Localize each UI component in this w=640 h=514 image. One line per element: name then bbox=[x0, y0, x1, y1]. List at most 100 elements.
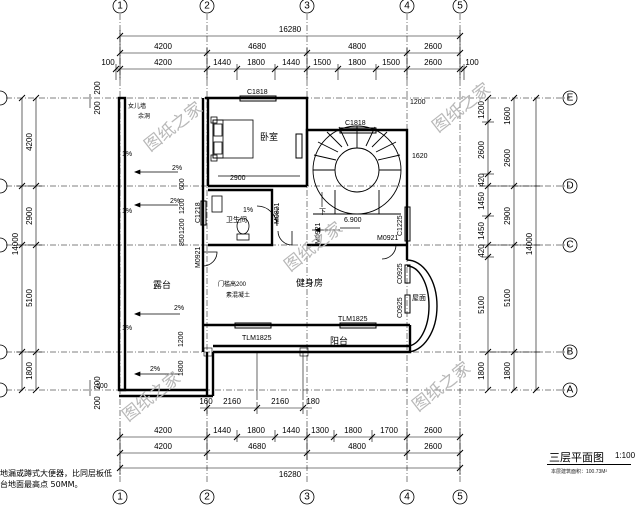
dim-right-c2-3: 2900 bbox=[503, 207, 512, 225]
drawing-title: 三层平面图 bbox=[549, 451, 604, 464]
bed bbox=[210, 116, 254, 162]
dim-top-1: 4200 bbox=[154, 42, 172, 51]
dim-left-edge-4: 200 bbox=[93, 396, 102, 410]
dim-left-1: 4200 bbox=[25, 133, 34, 151]
dim-right-total: 14000 bbox=[525, 232, 534, 255]
room-terrace: 露台 bbox=[153, 279, 171, 290]
dim-right-c1-4: 1450 bbox=[477, 192, 486, 210]
room-bathroom: 卫生间 bbox=[226, 215, 247, 224]
dim-top-r2-8: 2600 bbox=[424, 58, 442, 67]
dim-top-edge-right: 100 bbox=[465, 58, 479, 67]
label-m0921-b: M0921 bbox=[377, 235, 399, 242]
label-c0925-a: C0925 bbox=[397, 263, 404, 284]
dim-bottom-r1-3: 1800 bbox=[247, 426, 265, 435]
dim-bottom-r1-4: 1440 bbox=[282, 426, 300, 435]
floor-level: 6.900 bbox=[344, 217, 362, 224]
walls bbox=[117, 96, 412, 398]
drain-note-line-2: 台地面最高点 50MM。 bbox=[0, 480, 83, 489]
dim-1200-balcony: 1200 bbox=[178, 331, 185, 347]
dim-bottom-r2-1: 4200 bbox=[154, 442, 172, 451]
grid-label-5-bottom: 5 bbox=[457, 492, 463, 503]
dim-total-bottom: 16280 bbox=[279, 470, 302, 479]
stair-down: 下 bbox=[319, 208, 326, 216]
title-underline bbox=[547, 464, 631, 465]
grid-bubbles bbox=[0, 0, 578, 505]
dim-top-r2-6: 1800 bbox=[348, 58, 366, 67]
top-dimension-ticks bbox=[112, 32, 468, 73]
floor-area-note: 本层建筑面积：100.73M² bbox=[551, 469, 608, 475]
dim-left-total: 14000 bbox=[11, 232, 20, 255]
label-m0821: M0821 bbox=[274, 202, 281, 224]
grid-label-2-top: 2 bbox=[204, 1, 210, 12]
grid-label-4-top: 4 bbox=[404, 1, 410, 12]
dim-bottom-r1-8: 2600 bbox=[424, 426, 442, 435]
windows bbox=[200, 95, 411, 329]
slope-small-1: 1% bbox=[122, 151, 132, 158]
grid-label-a: A bbox=[567, 385, 574, 396]
terrace-rails bbox=[203, 347, 309, 400]
dim-1800-terrace: 1800 bbox=[178, 360, 185, 376]
drain-note-line-1: 地漏或蹲式大便器，比同层板低 bbox=[0, 469, 112, 478]
drawing-title-block: 三层平面图 1:100 本层建筑面积：100.73M² bbox=[539, 445, 640, 485]
grid-label-3-bottom: 3 bbox=[304, 492, 310, 503]
label-c1225: C1225 bbox=[397, 215, 404, 236]
slope-1: 2% bbox=[172, 165, 182, 172]
dim-left-2: 2900 bbox=[25, 207, 34, 225]
bottom-dimension-lines bbox=[119, 402, 461, 475]
dim-left-3: 5100 bbox=[25, 289, 34, 307]
grid-label-d: D bbox=[566, 181, 573, 192]
dim-2900-bedroom: 2900 bbox=[230, 175, 246, 182]
slope-3: 2% bbox=[174, 305, 184, 312]
dim-right-c1-7: 5100 bbox=[477, 296, 486, 314]
grid-label-2-bottom: 2 bbox=[204, 492, 210, 503]
left-dimension-ticks bbox=[18, 94, 40, 394]
room-gym: 健身房 bbox=[296, 277, 323, 288]
slope-small-3: 1% bbox=[122, 325, 132, 332]
dim-bottom-r2-4: 2600 bbox=[424, 442, 442, 451]
dim-top-r2-5: 1500 bbox=[313, 58, 331, 67]
dim-1200-top: 1200 bbox=[410, 99, 426, 106]
parapet-label-2: 余洞 bbox=[138, 112, 150, 120]
dim-1620: 1620 bbox=[412, 153, 428, 160]
dim-left-edge-3: 200 bbox=[93, 376, 102, 390]
dim-top-2: 4680 bbox=[248, 42, 266, 51]
label-tlm1825-gym: TLM1825 bbox=[338, 316, 368, 323]
dim-bottom-r1-5: 1300 bbox=[311, 426, 329, 435]
grid-label-c: C bbox=[566, 240, 573, 251]
dim-right-c2-4: 5100 bbox=[503, 289, 512, 307]
vert-dim-2: 1200 bbox=[179, 198, 186, 214]
label-c0925-b: C0925 bbox=[397, 297, 404, 318]
vert-dim-1: 600 bbox=[179, 178, 186, 190]
dim-bottom-inner-2: 2160 bbox=[223, 397, 241, 406]
room-balcony: 阳台 bbox=[330, 335, 348, 346]
dim-right-c2-1: 1600 bbox=[503, 107, 512, 125]
dim-right-c1-5: 1450 bbox=[477, 222, 486, 240]
dim-right-c1-3: 420 bbox=[477, 173, 486, 187]
room-bedroom: 卧室 bbox=[260, 131, 278, 142]
dim-right-c1-2: 2600 bbox=[477, 141, 486, 159]
sill-note-1: 门槛高200 bbox=[218, 280, 247, 288]
watermark-3: 图纸之家 bbox=[281, 218, 347, 276]
slope-small-4: 1% bbox=[243, 207, 253, 214]
dim-top-4: 2600 bbox=[424, 42, 442, 51]
dim-bottom-inner-1: 160 bbox=[199, 397, 213, 406]
dim-total-top: 16280 bbox=[279, 25, 302, 34]
dim-left-4: 1800 bbox=[25, 362, 34, 380]
dim-right-c1-8: 1800 bbox=[477, 362, 486, 380]
slope-4: 2% bbox=[150, 366, 160, 373]
vert-dim-3: 1200 bbox=[179, 218, 186, 234]
slope-2: 2% bbox=[170, 198, 180, 205]
dim-right-c2-2: 2600 bbox=[503, 149, 512, 167]
dim-left-edge-2: 200 bbox=[93, 101, 102, 115]
vert-dim-4: 850 bbox=[179, 234, 186, 246]
left-dimension-lines bbox=[16, 94, 91, 396]
dim-right-c1-1: 1200 bbox=[477, 101, 486, 119]
dim-bottom-inner-4: 180 bbox=[306, 397, 320, 406]
right-dimension-ticks bbox=[484, 94, 540, 394]
top-dimension-lines bbox=[115, 30, 465, 80]
slope-small-2: 1% bbox=[122, 208, 132, 215]
dim-bottom-r1-6: 1800 bbox=[344, 426, 362, 435]
dim-bottom-r1-2: 1440 bbox=[213, 426, 231, 435]
grid-label-4-bottom: 4 bbox=[404, 492, 410, 503]
